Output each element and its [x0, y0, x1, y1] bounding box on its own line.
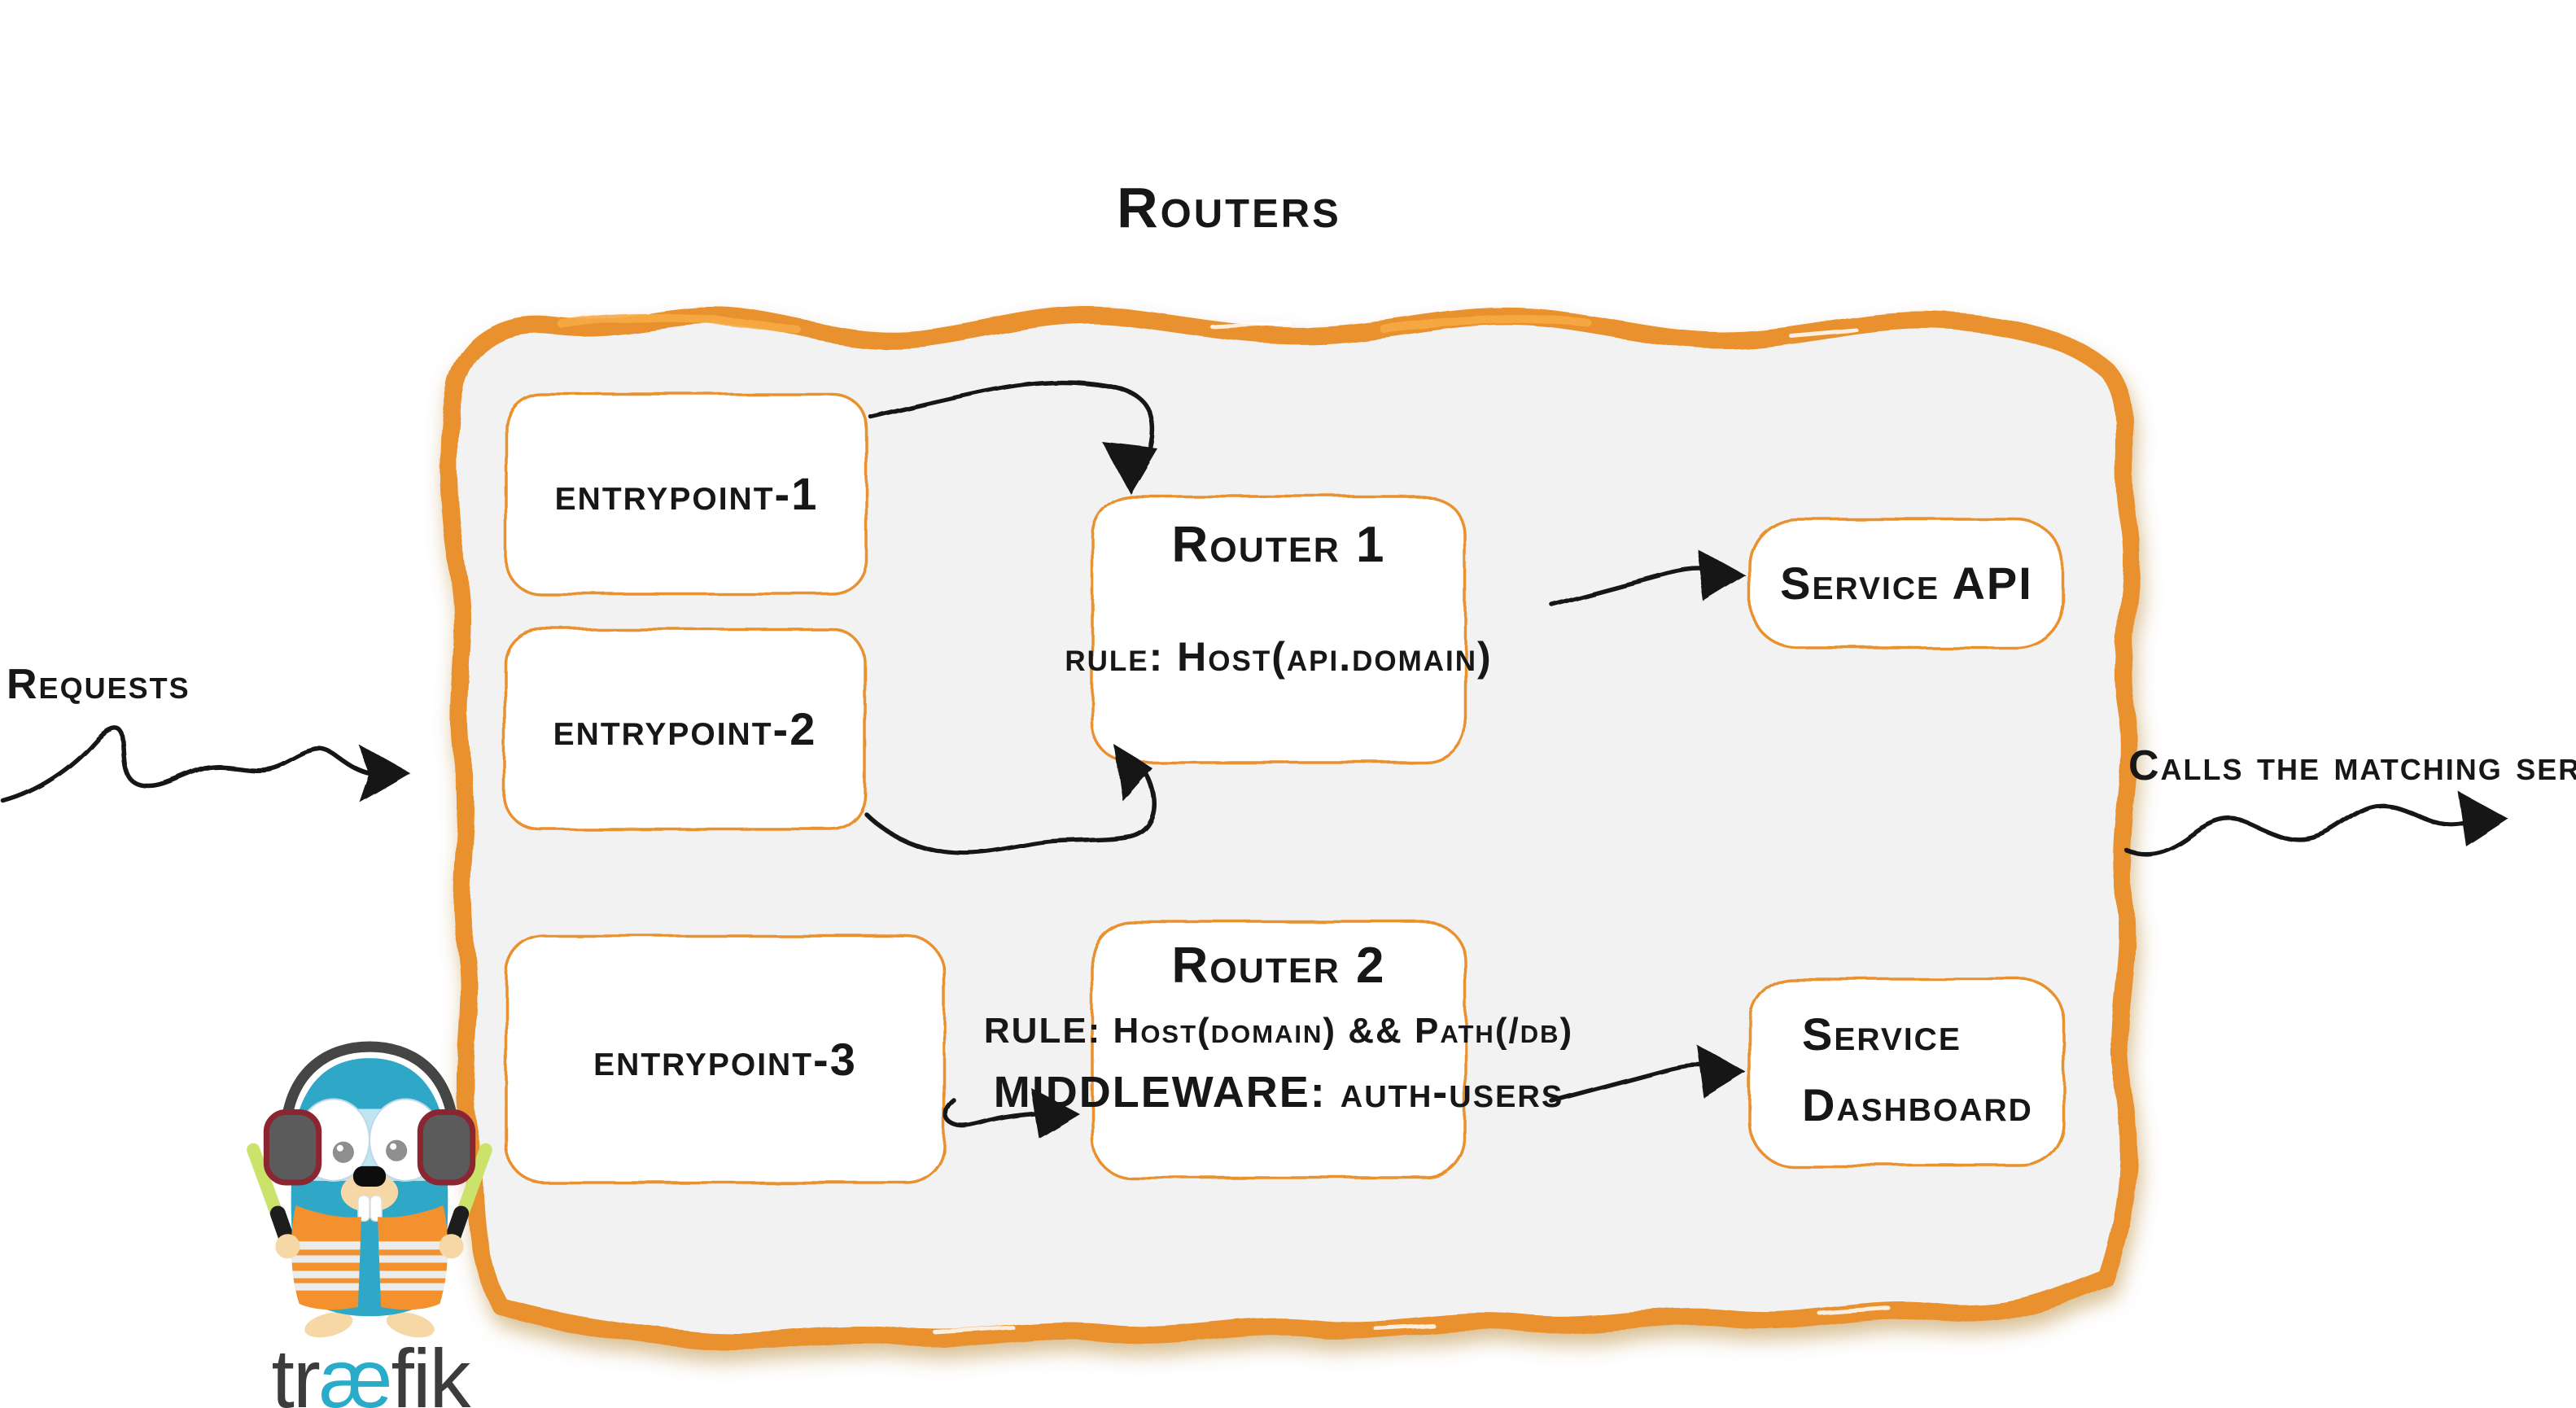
entrypoint-2-box [503, 627, 867, 831]
calls-server-arrow [2123, 803, 2469, 856]
calls-server-label: Calls the matching server [2128, 742, 2576, 790]
gopher-foot-left [304, 1312, 353, 1338]
service-api-label: Service API [1780, 558, 2033, 610]
requests-label: Requests [7, 661, 190, 709]
service-dashboard-box [1748, 977, 2065, 1167]
router-2-rule: RULE: Host(domain) && Path(/db) [983, 1011, 1574, 1052]
requests-arrow [1, 725, 378, 803]
router-2-box [1091, 920, 1467, 1179]
router-1-rule: rule: Host(api.domain) [1065, 633, 1493, 680]
gopher-hand-left [275, 1234, 300, 1259]
service-dashboard-line1: Service [1802, 1008, 1962, 1060]
entrypoint1-to-router1-arrow [868, 379, 1156, 471]
service-api-box [1748, 518, 2065, 649]
entrypoint-3-label: entrypoint-3 [593, 1033, 857, 1085]
gopher-teeth [357, 1195, 383, 1222]
router1-to-serviceapi-arrow [1549, 566, 1710, 606]
service-dashboard-label: Service Dashboard [1802, 999, 2062, 1162]
router2-to-dashboard-arrow [1549, 1062, 1710, 1103]
requests-arrowhead [358, 744, 410, 802]
entrypoint-2-label: entrypoint-2 [553, 703, 817, 755]
container-brush-gap-bottom [934, 1305, 1891, 1336]
diagram-title: Routers [1117, 175, 1341, 239]
wordmark-ae: æ [318, 1332, 393, 1408]
ep2-arrowhead [1115, 746, 1152, 802]
ep3-arrowhead [1030, 1087, 1079, 1138]
wordmark-prefix: tr [271, 1332, 320, 1408]
entrypoint-1-box [505, 392, 868, 596]
router-1-box [1091, 495, 1467, 764]
router1-arrowhead [1697, 549, 1747, 602]
calls-arrowhead [2458, 791, 2508, 846]
container-brush-gap-top [1210, 321, 1858, 338]
entrypoint3-to-router2-arrow [943, 1098, 1046, 1129]
router-1-title: Router 1 [1171, 516, 1386, 573]
service-dashboard-line2: Dashboard [1802, 1078, 2033, 1130]
entrypoint-1-label: entrypoint-1 [554, 468, 819, 520]
ep1-arrowhead [1102, 442, 1157, 494]
gopher-earcup-left [263, 1108, 322, 1186]
router2-arrowhead [1697, 1045, 1747, 1099]
container-brush-highlight-top [558, 313, 1591, 335]
gopher-earcup-right [417, 1108, 476, 1186]
entrypoint2-to-router1-arrow [864, 759, 1157, 855]
router-2-title: Router 2 [1171, 938, 1386, 995]
gopher-hand-right [439, 1234, 464, 1259]
gopher-nose [352, 1165, 387, 1187]
entrypoint-3-box [505, 934, 946, 1184]
gopher-headphones-band [280, 1041, 459, 1130]
router-2-middleware: MIDDLEWARE: auth-users [993, 1068, 1564, 1117]
wordmark-suffix: fik [391, 1332, 471, 1408]
traefik-gopher-logo [247, 1041, 492, 1338]
gopher-foot-right [386, 1312, 435, 1338]
